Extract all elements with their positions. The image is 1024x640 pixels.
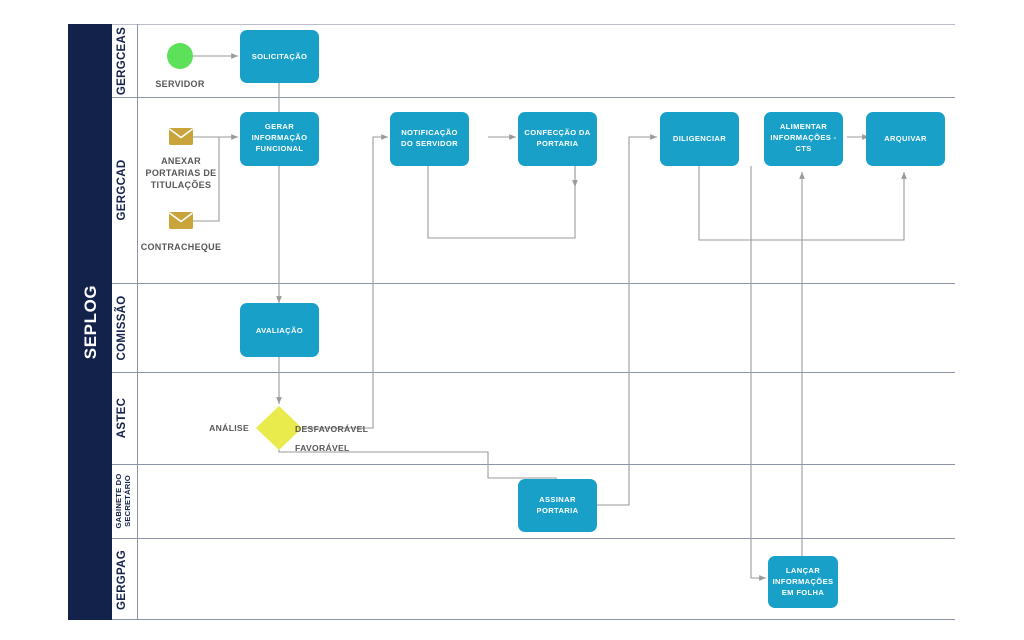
lane-label-gergcad: GERGCAD — [116, 160, 128, 221]
task-lancar-informacoes-em-folha[interactable]: LANÇAR INFORMAÇÕES EM FOLHA — [768, 556, 838, 608]
lane-label-gabinete: GABINETE DO SECRETÁRIO — [114, 474, 132, 529]
envelope-icon-contracheque[interactable]: CONTRACHEQUE — [141, 212, 222, 252]
task-label: DILIGENCIAR — [673, 134, 726, 143]
gateway-outcome-desfavoravel: DESFAVORÁVEL — [295, 424, 368, 434]
svg-text:SECRETÁRIO: SECRETÁRIO — [123, 475, 132, 527]
envelope-flap — [169, 128, 193, 139]
task-box — [764, 112, 843, 166]
pool-title: SEPLOG — [81, 285, 100, 359]
task-label-line-2: INFORMAÇÕES - — [770, 133, 836, 142]
task-label: AVALIAÇÃO — [256, 326, 303, 335]
connector-diligenciar-to-lancar — [750, 166, 767, 581]
start-event-servidor[interactable]: SERVIDOR — [155, 43, 205, 89]
start-event-icon — [167, 43, 193, 69]
task-gerar-informacao-funcional[interactable]: GERAR INFORMAÇÃO FUNCIONAL — [240, 112, 319, 166]
gateway-outcome-favoravel: FAVORÁVEL — [295, 443, 350, 453]
connector-analise-desfavoravel-to-notificacao — [303, 134, 389, 429]
task-confeccao-da-portaria[interactable]: CONFECÇÃO DA PORTARIA — [518, 112, 597, 166]
artifact-label-line-1: ANEXAR — [161, 156, 201, 166]
task-box — [866, 112, 945, 166]
lane-label-gergpag: GERGPAG — [116, 550, 128, 610]
lane-label-gergceas: GERGCEAS — [116, 27, 128, 95]
task-label-line-2: PORTARIA — [537, 506, 579, 515]
start-event-label: SERVIDOR — [155, 79, 204, 89]
task-label-line-2: INFORMAÇÕES — [773, 577, 834, 586]
connector-return-to-arquivar — [698, 166, 907, 241]
connector-assinar-to-diligenciar — [595, 134, 658, 506]
task-diligenciar[interactable]: DILIGENCIAR — [660, 112, 739, 166]
pool-header — [68, 24, 112, 620]
task-avaliacao[interactable]: AVALIAÇÃO — [240, 303, 319, 357]
connector-notificacao-loop — [427, 166, 576, 239]
task-label-line-1: CONFECÇÃO DA — [524, 128, 590, 137]
task-box — [518, 112, 597, 166]
lane-label-comissao: COMISSÃO — [115, 295, 128, 360]
task-solicitacao[interactable]: SOLICITAÇÃO — [240, 30, 319, 83]
task-label: SOLICITAÇÃO — [252, 52, 308, 61]
task-box — [240, 112, 319, 166]
task-label-line-2: INFORMAÇÃO — [252, 133, 308, 142]
task-assinar-portaria[interactable]: ASSINAR PORTARIA — [518, 479, 597, 532]
task-box — [240, 30, 319, 83]
artifact-label: CONTRACHEQUE — [141, 242, 222, 252]
task-label-line-1: NOTIFICAÇÃO — [401, 128, 458, 137]
gateway-label: ANÁLISE — [209, 423, 249, 433]
gateway-diamond-icon — [256, 406, 302, 450]
gateway-analise[interactable]: ANÁLISE DESFAVORÁVEL FAVORÁVEL — [209, 406, 368, 453]
task-box — [518, 479, 597, 532]
task-label-line-3: CTS — [795, 144, 811, 153]
task-label-line-3: FUNCIONAL — [256, 144, 304, 153]
task-label-line-1: LANÇAR — [786, 566, 820, 575]
task-label-line-2: DO SERVIDOR — [401, 139, 458, 148]
task-box — [768, 556, 838, 608]
connector-contracheque-to-gerar — [193, 137, 220, 222]
task-label-line-1: ASSINAR — [539, 495, 576, 504]
envelope-icon-anexar[interactable]: ANEXAR PORTARIAS DE TITULAÇÕES — [146, 128, 217, 190]
task-label-line-2: PORTARIA — [537, 139, 579, 148]
task-box — [390, 112, 469, 166]
task-label-line-1: ALIMENTAR — [780, 122, 827, 131]
task-label: ARQUIVAR — [884, 134, 927, 143]
task-label-line-1: GERAR — [265, 122, 294, 131]
task-arquivar[interactable]: ARQUIVAR — [866, 112, 945, 166]
envelope-flap — [169, 212, 193, 223]
task-notificacao-do-servidor[interactable]: NOTIFICAÇÃO DO SERVIDOR — [390, 112, 469, 166]
lane-label-astec: ASTEC — [116, 398, 128, 438]
artifact-label-line-2: PORTARIAS DE — [146, 168, 217, 178]
task-alimentar-informacoes-cts[interactable]: ALIMENTAR INFORMAÇÕES - CTS — [764, 112, 843, 166]
task-box — [240, 303, 319, 357]
task-box — [660, 112, 739, 166]
task-label-line-3: EM FOLHA — [782, 588, 825, 597]
svg-text:GABINETE DO: GABINETE DO — [114, 474, 123, 529]
artifact-label-line-3: TITULAÇÕES — [151, 180, 212, 190]
